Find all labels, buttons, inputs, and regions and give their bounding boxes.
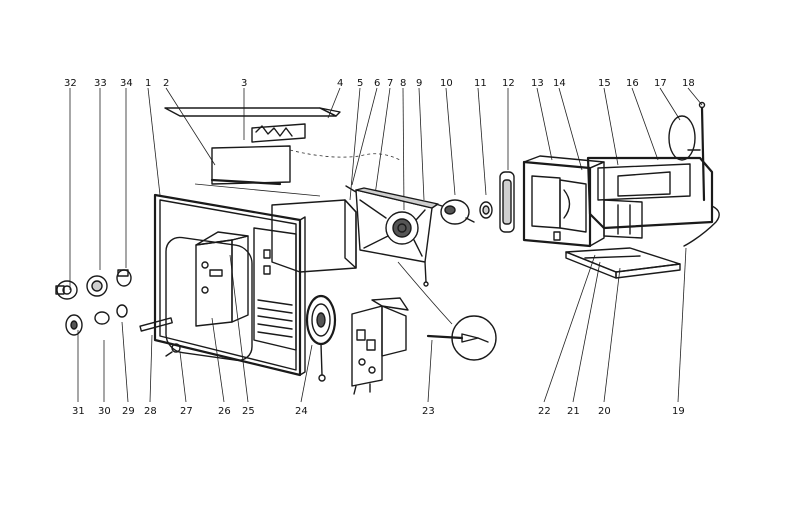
label-6: 6 (374, 78, 380, 89)
label-11: 11 (474, 78, 487, 89)
control-panel (195, 231, 249, 327)
label-26: 26 (218, 406, 231, 417)
side-bracket (499, 171, 515, 233)
label-3: 3 (241, 78, 247, 89)
label-15: 15 (598, 78, 611, 89)
detail-callout (397, 261, 497, 361)
label-14: 14 (553, 78, 566, 89)
label-25: 25 (242, 406, 255, 417)
label-30: 30 (98, 406, 111, 417)
label-10: 10 (440, 78, 453, 89)
label-32: 32 (64, 78, 77, 89)
label-21: 21 (567, 406, 580, 417)
label-5: 5 (357, 78, 363, 89)
label-1: 1 (145, 78, 151, 89)
label-28: 28 (144, 406, 157, 417)
label-17: 17 (654, 78, 667, 89)
label-34: 34 (120, 78, 133, 89)
label-20: 20 (598, 406, 611, 417)
label-22: 22 (538, 406, 551, 417)
rear-cabinet (586, 101, 720, 247)
speaker (305, 294, 337, 382)
label-7: 7 (387, 78, 393, 89)
label-16: 16 (626, 78, 639, 89)
label-12: 12 (502, 78, 515, 89)
label-8: 8 (400, 78, 406, 89)
label-18: 18 (682, 78, 695, 89)
deflection-yoke (345, 185, 439, 287)
top-parts (164, 107, 401, 197)
main-chassis (522, 155, 605, 248)
label-29: 29 (122, 406, 135, 417)
picture-tube (271, 199, 357, 273)
knob-assembly-left (55, 269, 132, 336)
label-9: 9 (416, 78, 422, 89)
label-24: 24 (295, 406, 308, 417)
circuit-board (351, 297, 409, 395)
leader-lines (69, 87, 703, 403)
label-19: 19 (672, 406, 685, 417)
tuner-module (435, 199, 493, 225)
part-number-labels: 32 33 34 1 2 3 4 5 6 7 8 9 10 11 12 13 1… (64, 78, 695, 417)
label-33: 33 (94, 78, 107, 89)
label-2: 2 (163, 78, 169, 89)
label-4: 4 (337, 78, 343, 89)
label-23: 23 (422, 406, 435, 417)
front-cabinet (153, 193, 306, 377)
label-13: 13 (531, 78, 544, 89)
label-27: 27 (180, 406, 193, 417)
label-31: 31 (72, 406, 85, 417)
base-plate (565, 247, 681, 279)
